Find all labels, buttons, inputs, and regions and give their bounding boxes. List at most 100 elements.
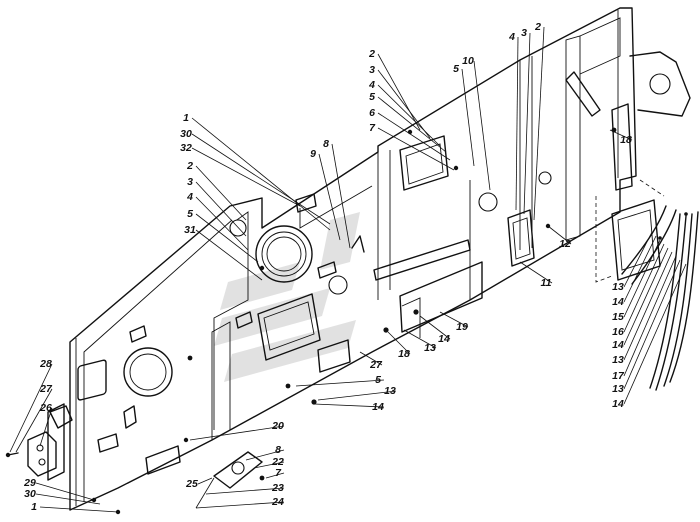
- callout-number: 7: [369, 122, 376, 134]
- callout-number: 5: [453, 63, 459, 75]
- callout-number: 19: [456, 321, 468, 333]
- leader-line: [195, 213, 259, 263]
- front-edge-strip: [47, 338, 107, 510]
- leader-line: [359, 351, 383, 366]
- leader-line: [623, 255, 677, 377]
- callout-number: 2: [534, 21, 541, 33]
- callout-number: 8: [275, 444, 281, 456]
- leader-line: [39, 506, 119, 513]
- leader-line: [317, 390, 397, 401]
- callout-number: 18: [398, 348, 410, 360]
- cross-members: [295, 71, 633, 338]
- callout-number: 4: [368, 79, 375, 91]
- callout-number: 9: [310, 148, 316, 160]
- leader-line: [313, 403, 385, 408]
- callout-number: 12: [559, 238, 571, 250]
- leader-line: [439, 311, 469, 328]
- callout-number: 14: [438, 333, 450, 345]
- leader-line: [623, 263, 687, 405]
- callout-number: 23: [271, 482, 284, 494]
- leader-line: [623, 251, 673, 361]
- rectangular-openings: [97, 135, 535, 475]
- leader-line: [245, 449, 285, 461]
- leader-line: [39, 407, 53, 447]
- callout-number: 5: [187, 208, 193, 220]
- leader-line: [377, 112, 451, 161]
- callout-number: 32: [180, 142, 192, 154]
- leader-line: [195, 196, 249, 251]
- callout-number: 10: [462, 55, 474, 67]
- rear-seal-strips: [595, 179, 699, 391]
- leader-line: [295, 379, 385, 387]
- callout-number: 1: [31, 501, 37, 513]
- callout-number: 14: [612, 398, 624, 410]
- cover-plate-22: [195, 451, 263, 509]
- leader-line: [331, 143, 351, 249]
- leader-line: [191, 147, 301, 207]
- leader-line: [377, 127, 455, 171]
- callout-number: 16: [612, 326, 624, 338]
- callout-number: 5: [369, 91, 375, 103]
- leader-line: [195, 181, 247, 237]
- leader-line: [623, 239, 661, 318]
- leader-line: [623, 259, 681, 390]
- callout-number: 6: [369, 107, 375, 119]
- leader-line: [377, 84, 441, 147]
- leader-line: [623, 235, 657, 303]
- leader-line: [533, 26, 545, 221]
- leader-line: [35, 493, 101, 505]
- leader-line: [519, 261, 553, 284]
- leader-line: [9, 363, 53, 453]
- leader-line: [387, 331, 411, 355]
- callout-number: 20: [271, 420, 284, 432]
- leader-line: [15, 388, 53, 453]
- leader-line: [623, 231, 653, 288]
- callout-number: 26: [39, 402, 52, 414]
- callout-number: 29: [23, 477, 36, 489]
- leader-line: [377, 69, 431, 139]
- leader-line: [523, 32, 531, 215]
- leader-line: [609, 129, 633, 141]
- callout-number: 8: [323, 138, 329, 150]
- leader-line: [318, 153, 341, 241]
- leader-line: [461, 68, 475, 167]
- callout-number: 3: [187, 176, 193, 188]
- leader-line: [403, 329, 437, 349]
- callout-number: 22: [271, 456, 284, 468]
- leader-line: [197, 477, 213, 485]
- callout-number: 17: [612, 370, 625, 382]
- leader-line: [35, 482, 95, 501]
- callout-leaders: [9, 26, 687, 513]
- callout-number: 2: [368, 48, 375, 60]
- callout-number: 3: [521, 27, 527, 39]
- callout-number: 30: [24, 488, 36, 500]
- callout-number: 27: [39, 383, 53, 395]
- callout-number: 25: [185, 478, 198, 490]
- callout-number: 13: [424, 342, 436, 354]
- callout-number: 13: [612, 281, 624, 293]
- leader-line: [377, 96, 447, 153]
- callout-number: 11: [541, 277, 552, 289]
- leader-line: [191, 133, 331, 225]
- leader-line: [265, 472, 285, 479]
- leader-line: [205, 487, 285, 495]
- callout-number: 13: [612, 354, 624, 366]
- round-hatches: [123, 171, 552, 397]
- callout-number: 7: [275, 467, 282, 479]
- callout-number: 13: [612, 383, 624, 395]
- callout-number: 15: [612, 311, 624, 323]
- callout-number: 4: [186, 191, 193, 203]
- callout-number: 13: [384, 385, 396, 397]
- leader-line: [623, 247, 669, 346]
- callout-number: 14: [612, 296, 624, 308]
- leader-line: [623, 243, 665, 333]
- leader-line: [515, 36, 519, 211]
- leader-line: [547, 225, 572, 245]
- hinge-bracket: [5, 405, 73, 477]
- callout-number: 3: [369, 64, 375, 76]
- callout-number: 2: [186, 160, 193, 172]
- callout-number: 30: [180, 128, 192, 140]
